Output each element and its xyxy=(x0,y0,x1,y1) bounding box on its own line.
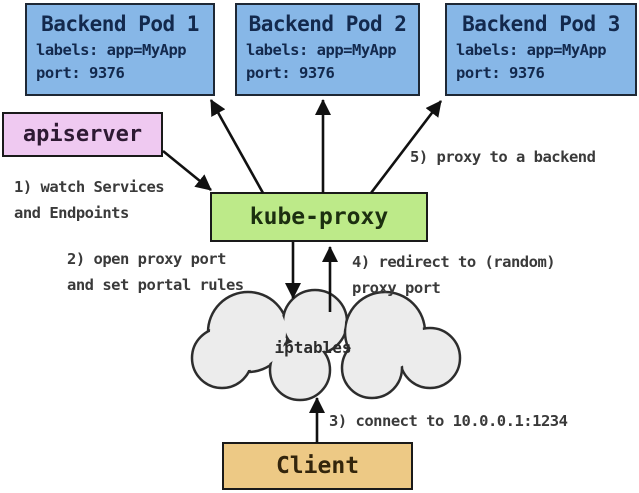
arrow-kubeproxy-to-pod1 xyxy=(209,99,265,194)
annotation-step4-redirect: 4) redirect to (random) proxy port xyxy=(352,253,556,297)
backend-pod-2-port: port: 9376 xyxy=(246,64,335,82)
kube-proxy-node: kube-proxy xyxy=(210,192,428,242)
backend-pod-2-title: Backend Pod 2 xyxy=(248,12,407,36)
annotation-step2-open-proxy-port: 2) open proxy port and set portal rules xyxy=(67,250,244,294)
backend-pod-3-node: Backend Pod 3 labels: app=MyApp port: 93… xyxy=(445,3,637,96)
backend-pod-1-port: port: 9376 xyxy=(36,64,125,82)
annotation-step3-connect: 3) connect to 10.0.0.1:1234 xyxy=(329,412,568,430)
arrow-apiserver-to-kubeproxy xyxy=(162,149,212,192)
backend-pod-2-labels: labels: app=MyApp xyxy=(246,41,397,59)
backend-pod-3-title: Backend Pod 3 xyxy=(462,12,620,36)
client-node: Client xyxy=(222,442,413,490)
backend-pod-1-labels: labels: app=MyApp xyxy=(36,41,187,59)
annotation-step5-proxy-backend: 5) proxy to a backend xyxy=(410,148,596,166)
backend-pod-1-node: Backend Pod 1 labels: app=MyApp port: 93… xyxy=(25,3,215,96)
backend-pod-3-labels: labels: app=MyApp xyxy=(456,41,607,59)
annotation-step1-watch-services: 1) watch Services and Endpoints xyxy=(14,178,165,222)
backend-pod-3-port: port: 9376 xyxy=(456,64,545,82)
backend-pod-2-node: Backend Pod 2 labels: app=MyApp port: 93… xyxy=(235,3,420,96)
apiserver-node: apiserver xyxy=(2,112,163,157)
iptables-cloud-label: iptables xyxy=(274,338,352,357)
backend-pod-1-title: Backend Pod 1 xyxy=(41,12,199,36)
